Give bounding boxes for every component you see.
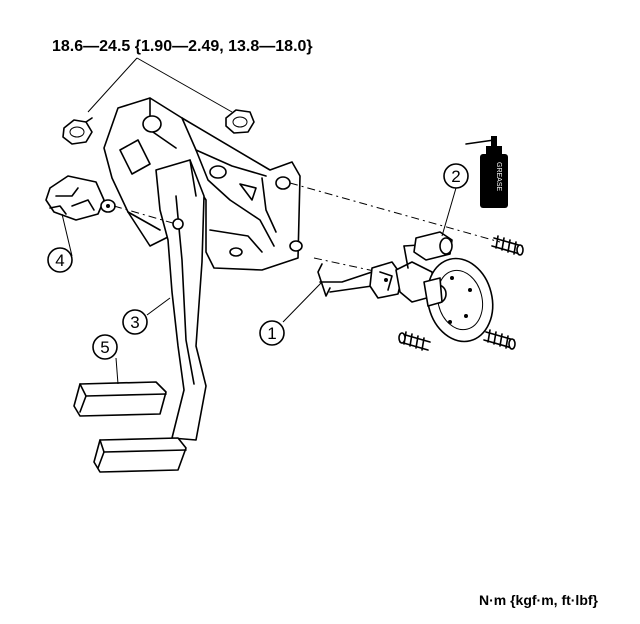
- callout-3: 3: [122, 309, 148, 335]
- grease-label: GREASE: [495, 162, 502, 192]
- callout-2-number: 2: [451, 167, 460, 186]
- booster-stud-upper: [491, 235, 524, 256]
- callout-4-number: 4: [55, 251, 64, 270]
- left-mounting-nut: [62, 117, 93, 145]
- stoplight-switch: [45, 175, 116, 221]
- callout-3-number: 3: [130, 313, 139, 332]
- pushrod-clevis: [369, 243, 435, 303]
- assembly-reference-lines: [113, 182, 501, 275]
- pedal-pad: [73, 381, 167, 417]
- clevis-bushing: [413, 231, 453, 261]
- brake-pedal-arm: [155, 159, 207, 441]
- units-label: N·m {kgf·m, ft·lbf}: [479, 592, 599, 608]
- right-mounting-nut: [225, 109, 255, 134]
- torque-leader-lines: [87, 57, 233, 113]
- callout-5-number: 5: [100, 338, 109, 357]
- booster-stud-lower-left: [398, 331, 431, 351]
- booster-stud-lower-right: [483, 329, 516, 350]
- callout-5: 5: [92, 334, 118, 360]
- callout-1: 1: [259, 320, 285, 346]
- clevis-pin: [317, 263, 373, 297]
- brake-booster-flange: [423, 257, 494, 343]
- callout-leaders: [61, 187, 457, 385]
- grease-can-icon: GREASE: [465, 136, 508, 208]
- torque-spec-label: 18.6—24.5 {1.90—2.49, 13.8—18.0}: [52, 38, 313, 55]
- pedal-bracket: [103, 97, 303, 271]
- lower-pedal-pad: [93, 437, 187, 473]
- callout-4: 4: [47, 247, 73, 273]
- callout-2: 2: [443, 163, 469, 189]
- callout-1-number: 1: [267, 324, 276, 343]
